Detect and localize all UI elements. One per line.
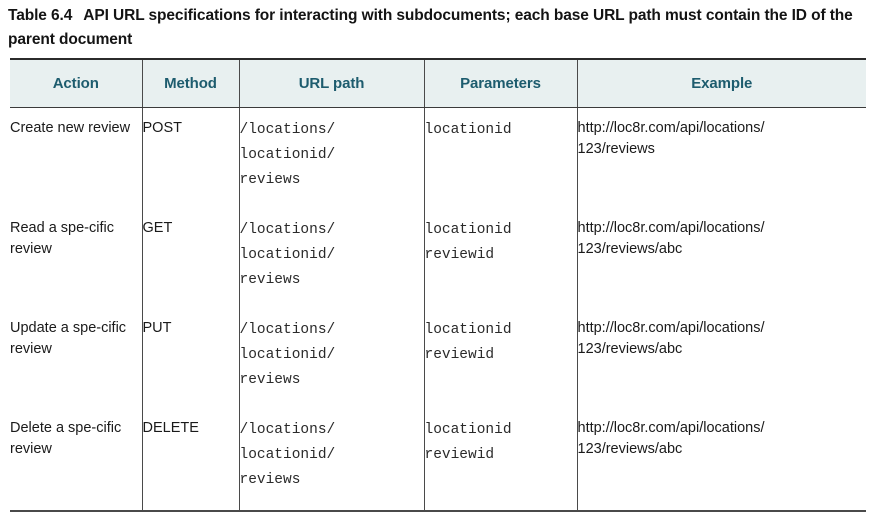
- table-header: Action Method URL path Parameters Exampl…: [10, 59, 866, 108]
- cell-action: Delete a spe-cific review: [10, 408, 143, 511]
- cell-action: Create new review: [10, 107, 143, 208]
- cell-url-path: /locations/ locationid/ reviews: [239, 308, 425, 408]
- table-container: Action Method URL path Parameters Exampl…: [10, 58, 866, 512]
- table-body: Create new review POST /locations/ locat…: [10, 107, 866, 511]
- cell-example: http://loc8r.com/api/locations/ 123/revi…: [577, 408, 866, 511]
- column-header-url-path: URL path: [239, 59, 425, 108]
- table-row: Read a spe-cific review GET /locations/ …: [10, 208, 866, 308]
- table-row: Update a spe-cific review PUT /locations…: [10, 308, 866, 408]
- column-header-action: Action: [10, 59, 143, 108]
- cell-parameters: locationid reviewid: [424, 308, 578, 408]
- cell-parameters: locationid reviewid: [424, 408, 578, 511]
- cell-parameters: locationid: [424, 107, 578, 208]
- cell-example: http://loc8r.com/api/locations/ 123/revi…: [577, 208, 866, 308]
- table-row: Create new review POST /locations/ locat…: [10, 107, 866, 208]
- cell-method: DELETE: [142, 408, 240, 511]
- api-url-specifications-table: Action Method URL path Parameters Exampl…: [10, 58, 866, 512]
- cell-example: http://loc8r.com/api/locations/ 123/revi…: [577, 107, 866, 208]
- column-header-method: Method: [142, 59, 240, 108]
- cell-example: http://loc8r.com/api/locations/ 123/revi…: [577, 308, 866, 408]
- cell-url-path: /locations/ locationid/ reviews: [239, 107, 425, 208]
- table-row: Delete a spe-cific review DELETE /locati…: [10, 408, 866, 511]
- cell-method: POST: [142, 107, 240, 208]
- cell-method: PUT: [142, 308, 240, 408]
- column-header-parameters: Parameters: [424, 59, 578, 108]
- table-caption-text: API URL specifications for interacting w…: [8, 7, 853, 48]
- cell-url-path: /locations/ locationid/ reviews: [239, 208, 425, 308]
- cell-url-path: /locations/ locationid/ reviews: [239, 408, 425, 511]
- cell-action: Read a spe-cific review: [10, 208, 143, 308]
- column-header-example: Example: [577, 59, 866, 108]
- cell-parameters: locationid reviewid: [424, 208, 578, 308]
- table-caption-number: Table 6.4: [8, 7, 73, 24]
- table-header-row: Action Method URL path Parameters Exampl…: [10, 59, 866, 108]
- cell-method: GET: [142, 208, 240, 308]
- cell-action: Update a spe-cific review: [10, 308, 143, 408]
